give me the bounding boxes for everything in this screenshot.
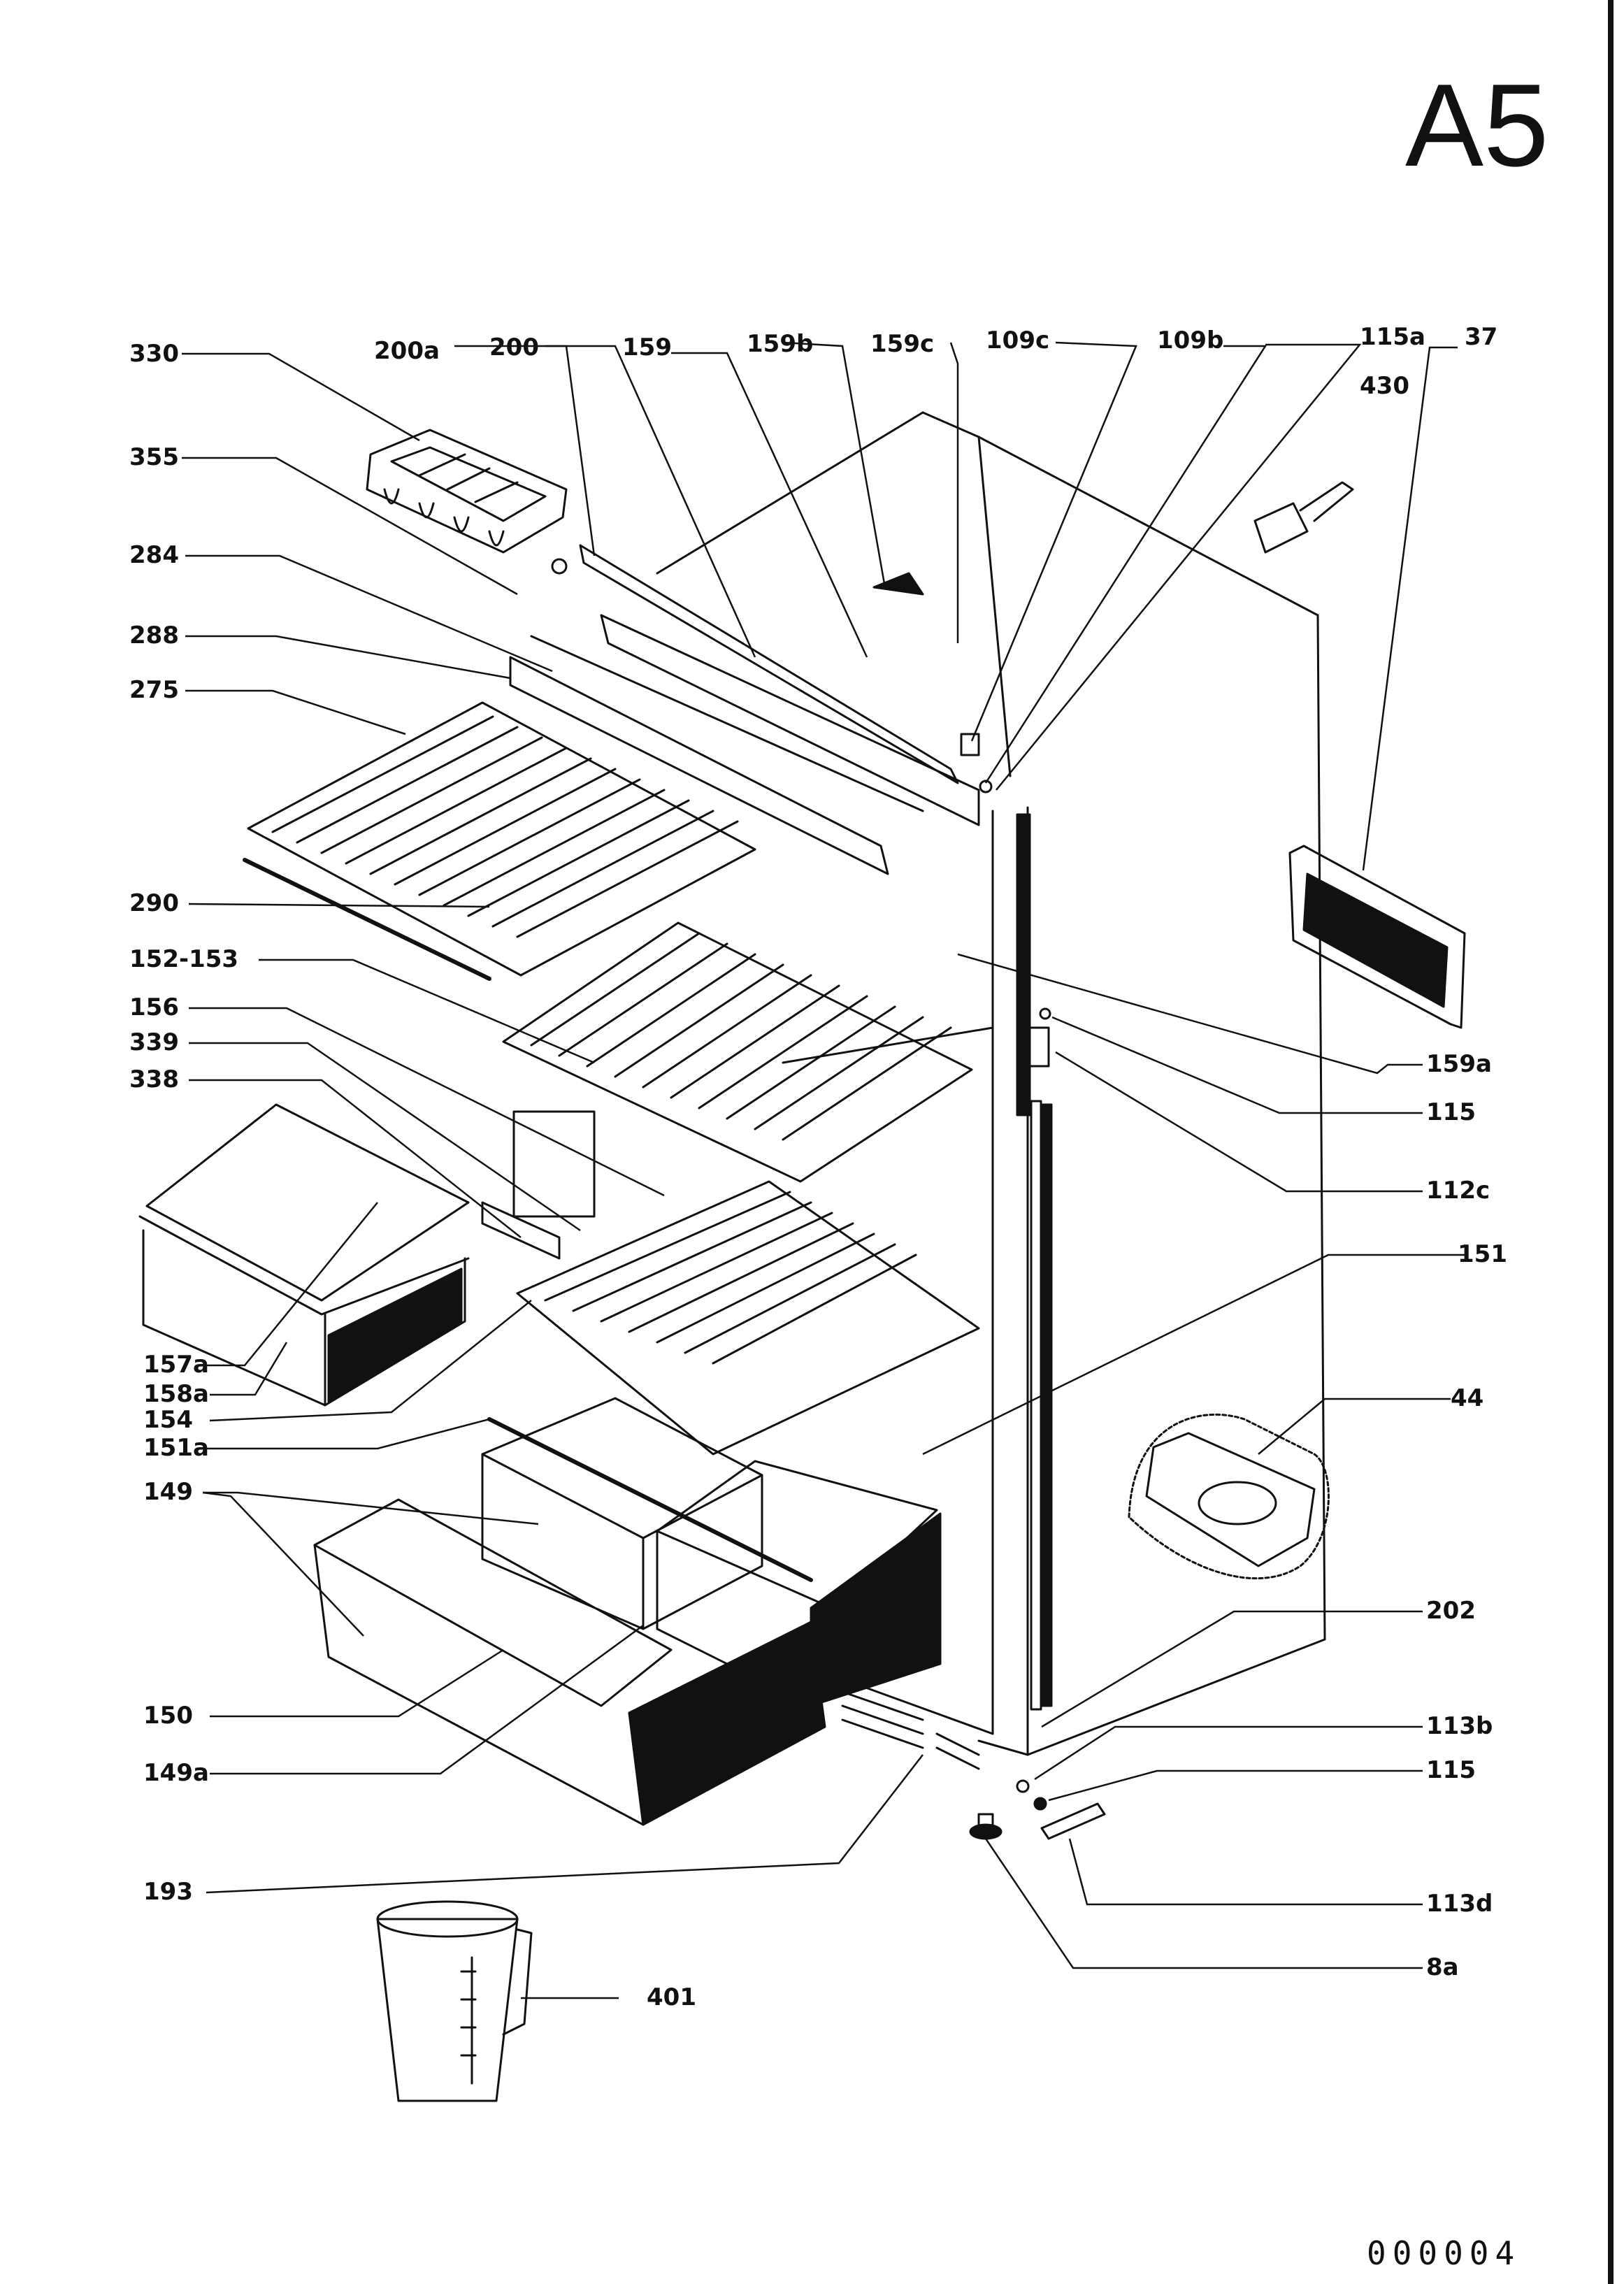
callout-109c: 109c <box>986 326 1049 354</box>
hinge-pin <box>1016 1779 1030 1793</box>
freezer-rail <box>509 544 980 875</box>
shelf-strip <box>243 858 491 981</box>
callout-8a: 8a <box>1426 1953 1459 1981</box>
callout-112c: 112c <box>1426 1177 1490 1205</box>
callout-109b: 109b <box>1157 326 1223 354</box>
freezer-wire-shelf <box>247 701 756 977</box>
knob-200a <box>551 558 568 575</box>
measuring-jug <box>376 1900 533 2102</box>
crisper-drawer-left <box>481 1397 763 1630</box>
callout-115-lower: 115 <box>1426 1756 1476 1784</box>
callout-154: 154 <box>143 1406 193 1434</box>
callout-37: 37 <box>1465 323 1497 351</box>
lamp-cover <box>481 1201 561 1260</box>
ice-cube-tray <box>366 429 568 554</box>
callout-284: 284 <box>129 541 179 569</box>
upper-hinge-bracket <box>1019 1026 1050 1068</box>
callout-157a: 157a <box>143 1351 209 1379</box>
callout-149: 149 <box>143 1478 193 1506</box>
page-edge-line <box>1608 0 1614 2284</box>
callout-152-153: 152-153 <box>129 945 238 973</box>
callout-288: 288 <box>129 622 179 649</box>
callout-338: 338 <box>129 1065 179 1093</box>
callout-200: 200 <box>489 333 539 361</box>
callout-339: 339 <box>129 1028 179 1056</box>
callout-401: 401 <box>647 1983 696 2011</box>
callout-355: 355 <box>129 443 179 471</box>
hinge-screw <box>1039 1007 1051 1020</box>
callout-113b: 113b <box>1426 1712 1493 1740</box>
callout-202: 202 <box>1426 1597 1476 1625</box>
bracket-109c <box>960 733 980 756</box>
sheet-id: A5 <box>1405 59 1549 191</box>
callout-200a: 200a <box>374 337 440 365</box>
callout-290: 290 <box>129 889 179 917</box>
callout-149a: 149a <box>143 1759 209 1787</box>
callout-151a: 151a <box>143 1434 209 1462</box>
callout-150: 150 <box>143 1702 193 1730</box>
callout-159c: 159c <box>870 330 934 358</box>
main-wire-shelf <box>502 921 973 1183</box>
callout-159b: 159b <box>747 330 813 358</box>
callout-275: 275 <box>129 676 179 704</box>
callout-330: 330 <box>129 340 179 368</box>
door-bin <box>1288 845 1466 1029</box>
ice-scraper <box>1253 481 1354 554</box>
callout-115-upper: 115 <box>1426 1098 1476 1126</box>
screw-115a <box>979 780 993 793</box>
callout-113d: 113d <box>1426 1890 1493 1918</box>
clip-159b <box>872 572 924 596</box>
callout-158a: 158a <box>143 1380 209 1408</box>
callout-115a: 115a <box>1360 323 1425 351</box>
door-gasket-strip <box>1016 813 1053 1711</box>
lamp-bracket <box>512 1110 596 1218</box>
callout-44: 44 <box>1451 1384 1483 1412</box>
callout-193: 193 <box>143 1878 193 1906</box>
freezer-compartment <box>138 1103 470 1407</box>
lower-hinge-plate <box>1040 1802 1106 1840</box>
leader-lines <box>182 341 1468 1999</box>
callout-159a: 159a <box>1426 1050 1492 1078</box>
document-number: 000004 <box>1367 2234 1521 2272</box>
callout-151: 151 <box>1458 1240 1507 1268</box>
callout-430: 430 <box>1360 372 1409 400</box>
butter-dish <box>1128 1413 1330 1580</box>
callout-156: 156 <box>129 993 179 1021</box>
callout-159: 159 <box>622 333 672 361</box>
adjustable-foot <box>969 1813 1003 1840</box>
vent-grille <box>841 1690 980 1770</box>
hinge-washer <box>1033 1797 1047 1811</box>
lower-wire-shelf <box>516 1180 980 1456</box>
drawer-rail <box>487 1417 813 1582</box>
